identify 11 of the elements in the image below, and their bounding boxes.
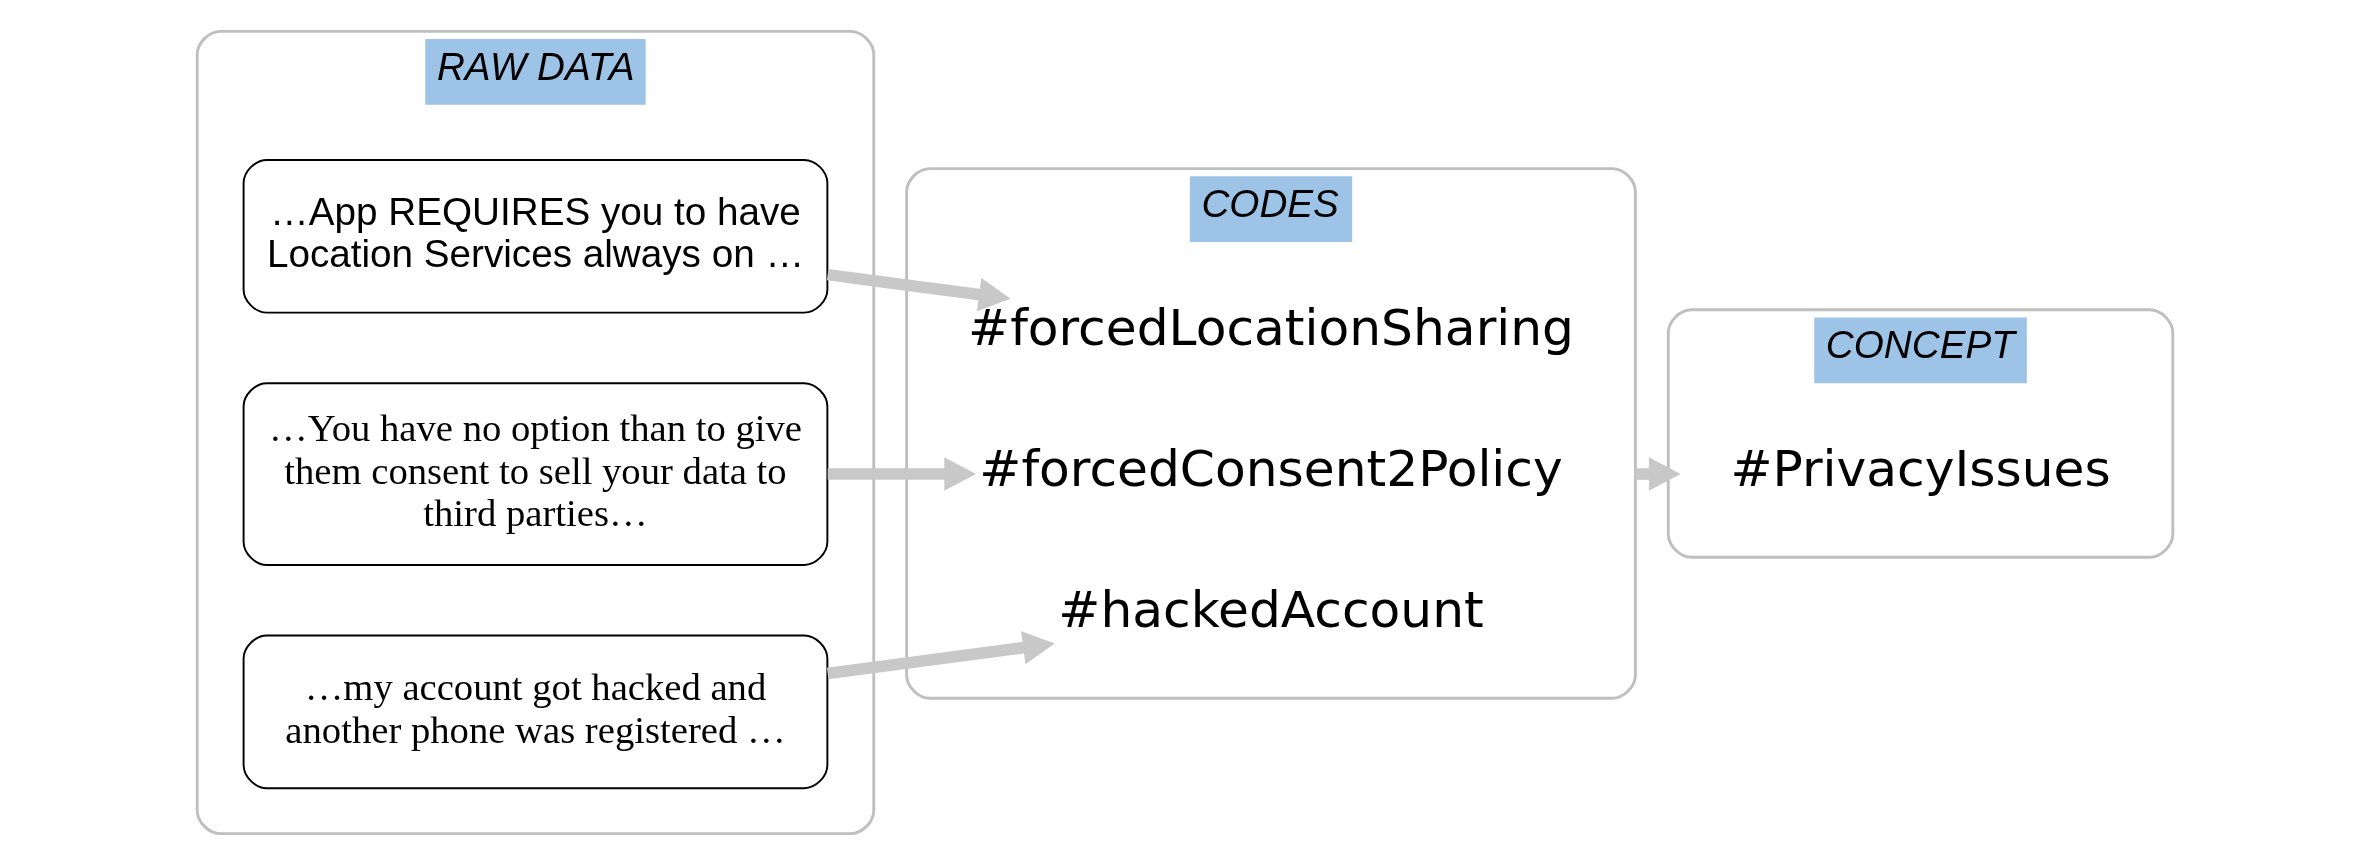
arrow (1634, 457, 1681, 491)
node-box: …You have no option than to give them consent to sell your data to third parties… (242, 382, 828, 566)
node-text: #PrivacyIssues (1729, 439, 2111, 499)
node-text: #forcedConsent2Policy (978, 439, 1563, 499)
arrow (827, 457, 976, 491)
arrow (826, 268, 1011, 312)
node-text: #hackedAccount (1057, 580, 1484, 640)
node-box: …App REQUIRES you to have Location Services always on … (242, 158, 828, 314)
node-text: #forcedLocationSharing (967, 298, 1574, 358)
node-box: …my account got hacked and another phone was registered … (242, 634, 828, 790)
arrow (826, 631, 1055, 680)
